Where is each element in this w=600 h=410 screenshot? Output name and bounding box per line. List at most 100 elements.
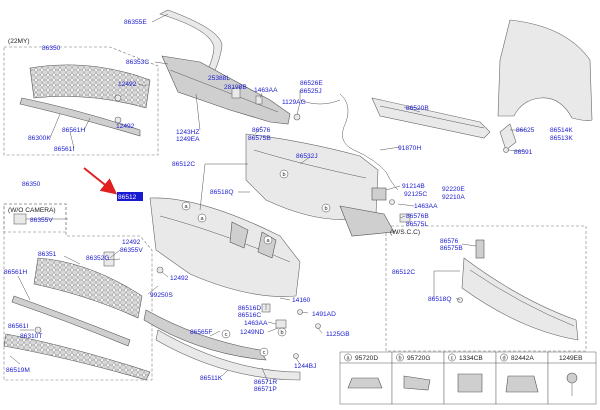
callout-b-1-text: b: [282, 172, 285, 178]
nut-1334cb-icon: [457, 373, 483, 393]
front-bumper-upper: [245, 133, 379, 220]
label-1249EA: 1249EA: [176, 136, 200, 143]
label-86575L: 86575L: [406, 221, 428, 228]
label-86571R: 86571R: [254, 379, 277, 386]
label-1463AA-b: 1463AA: [414, 203, 438, 210]
label-86571P: 86571P: [254, 386, 277, 393]
callout-c-2: [259, 347, 269, 357]
label-86300K: 86300K: [28, 135, 51, 142]
label-86519M: 86519M: [6, 367, 30, 374]
callout-b-1: [279, 169, 289, 179]
lower-lip-trim: [143, 309, 267, 361]
fender-clip: [503, 147, 509, 153]
label-86525J: 86525J: [300, 88, 322, 95]
lamp-housing: [339, 205, 395, 237]
legend-c-key: c: [451, 356, 454, 362]
label-91870H: 91870H: [398, 145, 421, 152]
label-14160: 14160: [292, 297, 311, 304]
upper-cover: [161, 55, 291, 125]
label-86350-b: 86350: [22, 181, 41, 188]
label-86561H-a: 86561H: [62, 127, 85, 134]
label-86355V-b: 86355V: [120, 247, 143, 254]
grille-molding-22my: [19, 97, 141, 137]
screw-1249eb-icon: [566, 372, 578, 384]
part-labels: (22MY) (W/O CAMERA) (W/S.C.C) 86355E 863…: [4, 19, 573, 393]
fastener-legend: a 95720D b 95720G c 1334CB d 82442A 1249…: [339, 351, 597, 405]
lower-grille-wo-camera: [3, 333, 151, 381]
callout-b-3-text: b: [280, 330, 283, 336]
leader-lines: [9, 13, 526, 383]
my22-grille-box: [3, 46, 159, 156]
label-1125GB: 1125GB: [326, 331, 350, 338]
fender-bracket: [499, 123, 517, 151]
bolt-clip: [255, 95, 263, 105]
bolt-1244bj: [293, 353, 299, 359]
screw-22my-b: [114, 116, 122, 124]
label-86516D: 86516D: [238, 305, 261, 312]
label-86355V-a: 86355V: [30, 217, 53, 224]
label-92210A: 92210A: [442, 194, 465, 201]
label-86561I-b: 86561I: [8, 323, 28, 330]
callout-a-2: [197, 213, 207, 223]
legend-b-part: 95720G: [407, 355, 430, 362]
label-86625: 86625: [516, 127, 535, 134]
bolt-1491ad: [297, 309, 303, 315]
camera-cover: [103, 251, 115, 267]
impact-beam: [371, 97, 491, 139]
callout-a-1: [181, 201, 191, 211]
radiator-grille-wo-camera: [33, 257, 143, 319]
screw-22my-a: [114, 94, 122, 102]
front-bumper-wscc: [461, 257, 579, 341]
label-86350-a: 86350: [42, 45, 61, 52]
variant-wo-camera: (W/O CAMERA): [8, 207, 56, 214]
radar-sensor: [371, 187, 387, 201]
label-99250S: 99250S: [150, 292, 173, 299]
label-86355E: 86355E: [124, 19, 147, 26]
legend-d-part: 82442A: [511, 355, 534, 362]
label-12492-a: 12492: [118, 81, 137, 88]
callout-a-1-text: a: [184, 204, 188, 210]
callout-c-1-text: c: [225, 332, 228, 338]
clip-1463aa: [389, 199, 395, 205]
label-86512C-b: 86512C: [392, 269, 415, 276]
clip-82442a-icon: [505, 375, 539, 393]
label-12492-c: 12492: [122, 239, 141, 246]
label-1243HZ: 1243HZ: [176, 129, 199, 136]
legend-a-part: 95720D: [355, 355, 378, 362]
label-86518Q-a: 86518Q: [210, 189, 233, 196]
label-86591: 86591: [514, 149, 533, 156]
variant-wscc: (W/S.C.C): [390, 229, 420, 236]
legend-c-part: 1334CB: [459, 355, 483, 362]
wscc-box: [385, 225, 587, 352]
red-indicator-arrow: [83, 167, 118, 195]
clip-95720g-icon: [403, 375, 431, 391]
grille-molding-wo-camera: [11, 295, 131, 347]
label-86561I-a: 86561I: [54, 146, 74, 153]
label-12492-b: 12492: [116, 123, 135, 130]
label-1129AG: 1129AG: [282, 99, 306, 106]
highlighted-part-label-bg: [117, 192, 143, 201]
callout-a-3: [263, 235, 273, 245]
bracket-1249nd: [275, 319, 287, 329]
label-91214B: 91214B: [402, 183, 425, 190]
label-86561H-b: 86561H: [4, 269, 27, 276]
label-86310T: 86310T: [20, 333, 42, 340]
wo-camera-sub-box: [3, 203, 67, 233]
callout-b-2-text: b: [324, 206, 327, 212]
label-86516C: 86516C: [238, 312, 261, 319]
front-fender: [497, 19, 593, 121]
label-86353C: 86353C: [126, 59, 149, 66]
screw-wo-a: [34, 326, 42, 334]
label-86532J: 86532J: [296, 153, 318, 160]
label-1491AD: 1491AD: [312, 311, 336, 318]
label-92220E: 92220E: [442, 186, 465, 193]
label-86576B: 86576B: [406, 213, 429, 220]
label-92125C: 92125C: [404, 191, 427, 198]
label-25388L: 25388L: [208, 75, 230, 82]
label-86513K: 86513K: [550, 135, 573, 142]
label-1463AA-c: 1463AA: [244, 320, 268, 327]
callout-b-2: [321, 203, 331, 213]
callout-c-2-text: c: [263, 350, 266, 356]
camera-blank-cover: [13, 213, 27, 225]
